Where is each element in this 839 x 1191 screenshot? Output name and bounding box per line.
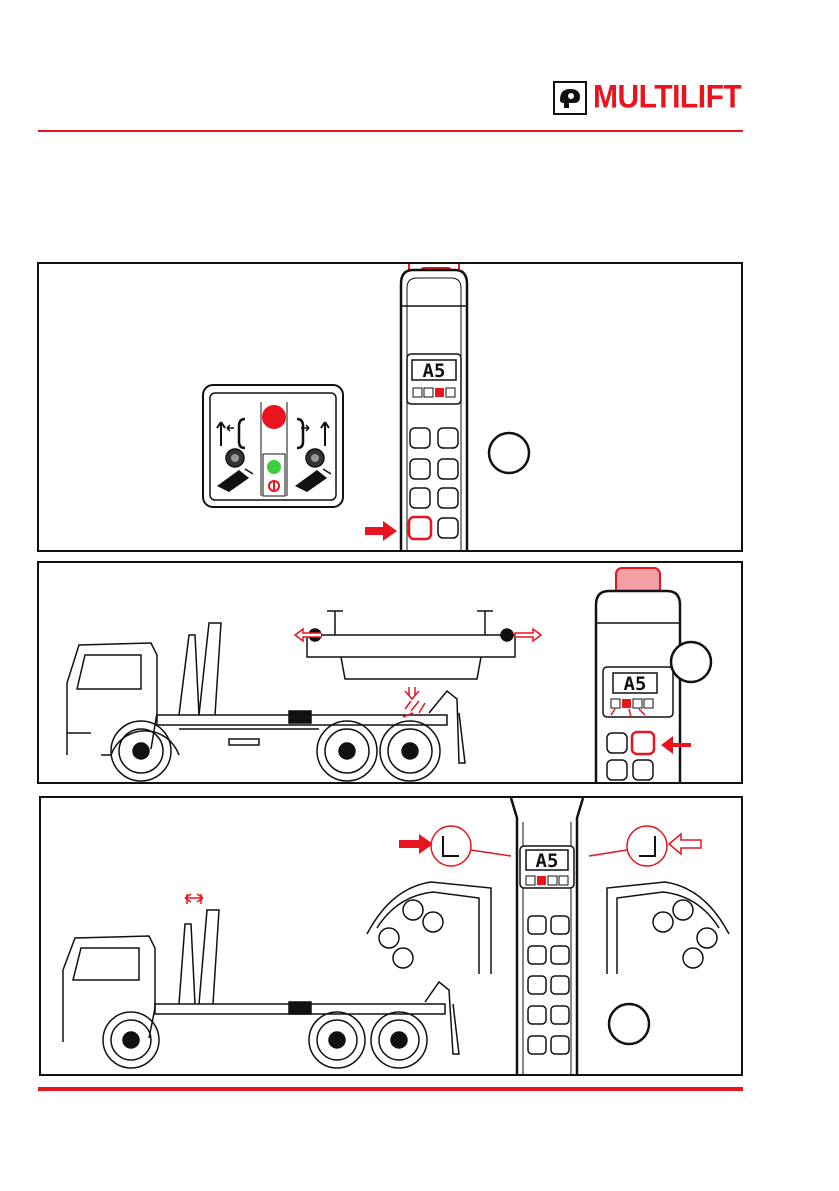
brand-name: MULTILIFT (593, 80, 741, 117)
lcd-display-code: A5 (624, 673, 647, 695)
truck-icon (67, 623, 465, 781)
container-illustration (307, 611, 515, 679)
remote-control: A5 (511, 798, 583, 1076)
unlock-icon (632, 732, 654, 754)
panel-step-2: A5 (37, 561, 743, 784)
header-rule (38, 130, 743, 132)
step-marker (489, 433, 529, 473)
step-marker (671, 642, 711, 682)
remote-control: A5 (401, 264, 467, 552)
logo-mark-icon (553, 81, 587, 115)
footer-rule (38, 1087, 743, 1091)
red-indicator-lamp (262, 405, 286, 429)
truck-icon (63, 910, 459, 1068)
control-box-illustration (203, 385, 343, 507)
arrow-icon (365, 521, 397, 541)
panel-step-1: A5 (37, 262, 743, 552)
panel-step-3: A5 (39, 796, 743, 1076)
step-marker (609, 1004, 649, 1044)
hook-icon (431, 826, 471, 866)
hook-icon (627, 826, 667, 866)
remote-control: A5 (596, 568, 680, 784)
green-indicator-lamp (267, 460, 281, 474)
lcd-display-code: A5 (423, 360, 446, 382)
lcd-display-code: A5 (536, 850, 559, 872)
console-illustration-right (607, 882, 729, 974)
console-illustration-left (367, 882, 491, 974)
brand-logo: MULTILIFT (553, 80, 741, 116)
